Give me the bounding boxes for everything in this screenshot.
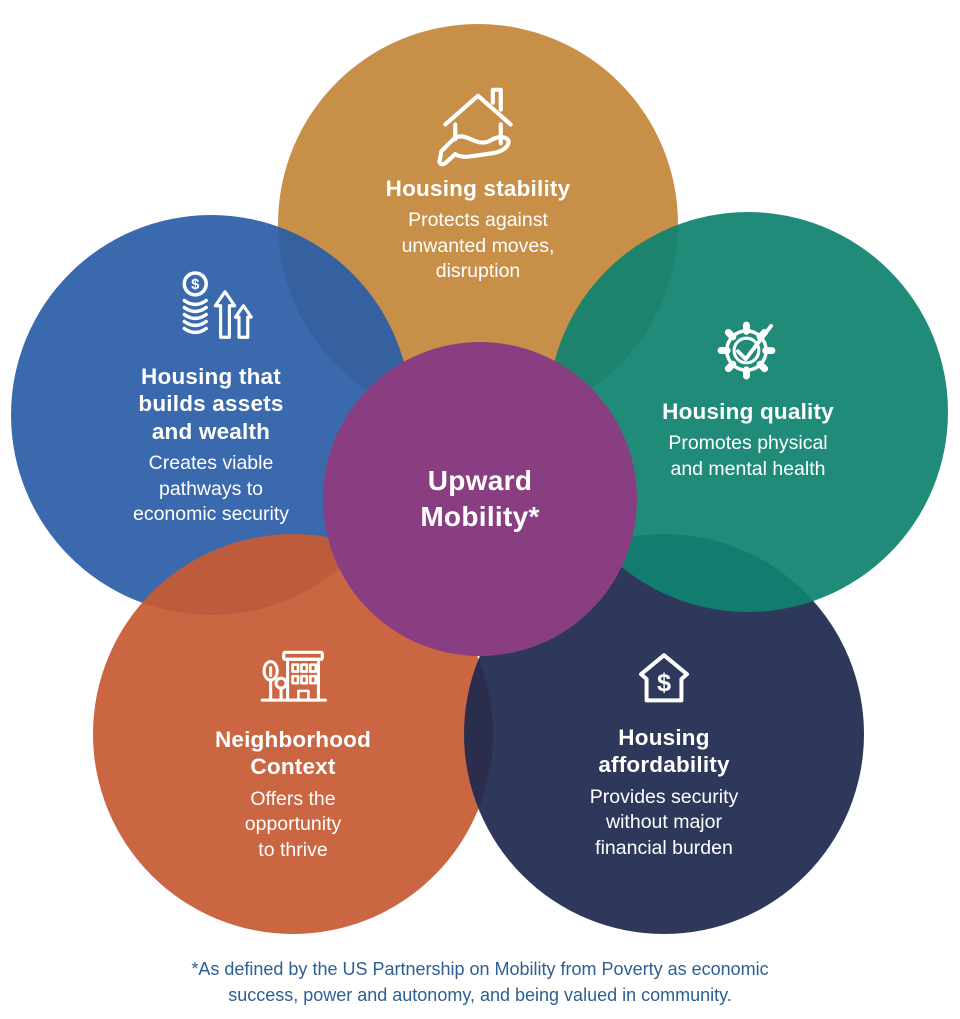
svg-text:$: $: [657, 669, 671, 697]
coins-growth-icon: $: [182, 271, 253, 339]
svg-text:$: $: [191, 277, 200, 293]
housing-affordability-body: Provides security without major financia…: [589, 785, 739, 859]
housing-affordability-title: Housing affordability: [598, 725, 730, 778]
housing-assets-wealth-title: Housing that builds assets and wealth: [138, 364, 284, 444]
building-trees-icon: [260, 650, 327, 702]
upward-mobility-center-circle: Upward Mobility*: [323, 342, 637, 656]
gear-check-icon: [717, 321, 776, 380]
housing-quality-title: Housing quality: [662, 399, 834, 424]
housing-stability-title: Housing stability: [385, 176, 571, 201]
house-in-hand-icon: [437, 87, 513, 167]
housing-assets-wealth-body: Creates viable pathways to economic secu…: [132, 452, 290, 525]
neighborhood-context-title: Neighborhood Context: [214, 727, 372, 780]
housing-stability-body: Protects against unwanted moves, disrupt…: [401, 209, 555, 283]
neighborhood-context-body: Offers the opportunity to thrive: [244, 787, 342, 861]
housing-quality-body: Promotes physical and mental health: [668, 432, 828, 480]
footnote: *As defined by the US Partnership on Mob…: [191, 959, 769, 1006]
house-dollar-icon: $: [639, 653, 689, 703]
upward-mobility-label: Upward Mobility*: [420, 464, 540, 532]
